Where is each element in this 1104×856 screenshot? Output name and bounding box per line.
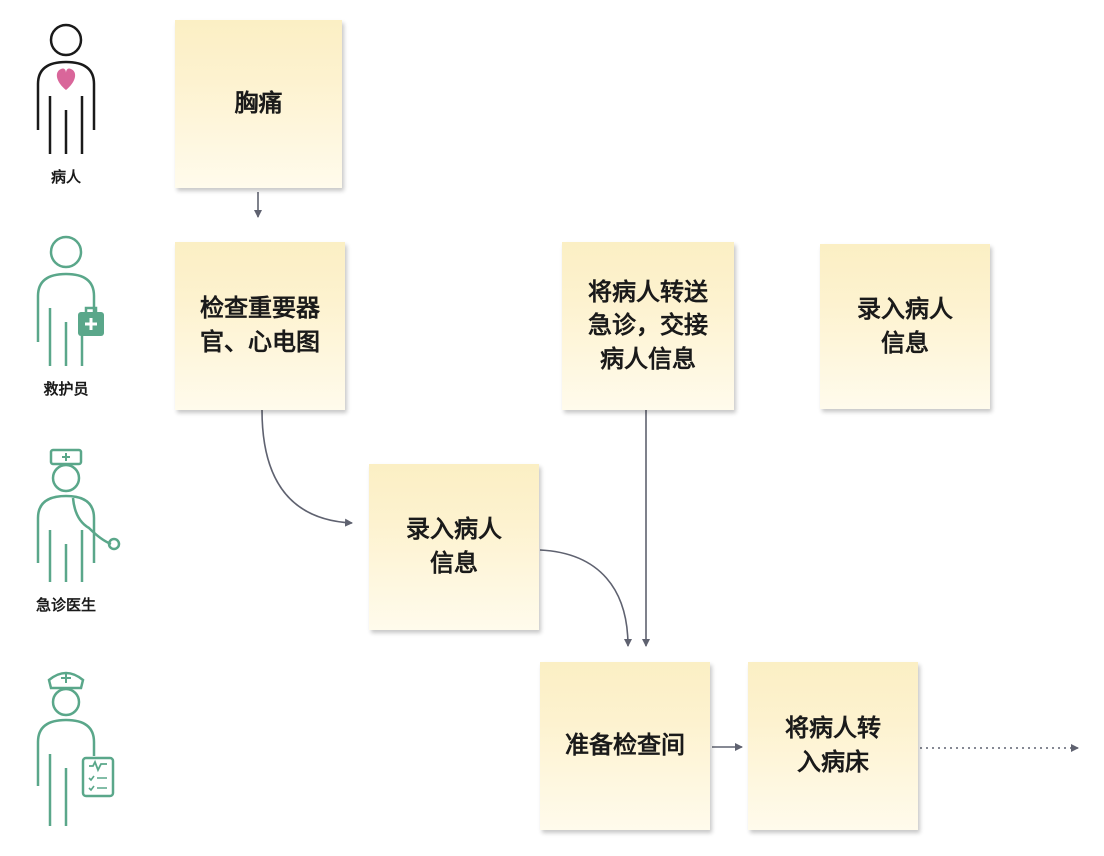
role-label-patient: 病人 xyxy=(50,168,81,186)
role-patient: 病人 xyxy=(6,20,126,187)
doctor-stethoscope-icon xyxy=(36,448,121,582)
note-to-bed-line-2: 入病床 xyxy=(797,748,869,776)
role-paramedic: 救护员 xyxy=(6,232,126,399)
role-label-paramedic: 救护员 xyxy=(43,380,89,398)
note-check-organs-line-2: 官、心电图 xyxy=(200,328,320,356)
arrow-record-to-prepare xyxy=(539,549,632,647)
patient-heart-icon xyxy=(36,23,96,154)
role-nurse xyxy=(6,666,126,838)
note-chest-pain-line: 胸痛 xyxy=(234,89,283,118)
note-to-bed-line-1: 将病人转 xyxy=(785,714,881,743)
note-check-organs: 检查重要器 官、心电图 xyxy=(175,242,345,410)
note-record-info-doctor-line-1: 录入病人 xyxy=(857,294,953,323)
note-record-info-doctor-line-2: 信息 xyxy=(881,328,929,357)
note-to-bed: 将病人转 入病床 xyxy=(748,662,918,830)
role-doctor: 急诊医生 xyxy=(6,448,126,615)
note-record-info-paramedic-line-2: 信息 xyxy=(430,549,478,577)
note-prepare-room-line: 准备检查间 xyxy=(565,731,685,760)
role-label-doctor: 急诊医生 xyxy=(35,596,96,614)
note-record-info-paramedic-line-1: 录入病人 xyxy=(406,515,502,544)
arrow-check-to-record xyxy=(261,409,353,527)
note-transfer-er-line-2: 急诊，交接 xyxy=(588,311,708,340)
note-check-organs-line-1: 检查重要器 xyxy=(200,294,320,323)
paramedic-medkit-icon xyxy=(36,235,104,366)
note-transfer-er: 将病人转送 急诊，交接 病人信息 xyxy=(562,242,734,410)
note-transfer-er-line-1: 将病人转送 xyxy=(588,277,708,306)
note-chest-pain: 胸痛 xyxy=(175,20,342,188)
note-record-info-paramedic: 录入病人 信息 xyxy=(369,464,539,630)
note-record-info-doctor: 录入病人 信息 xyxy=(820,244,990,409)
note-transfer-er-line-3: 病人信息 xyxy=(600,344,696,373)
nurse-clipboard-icon xyxy=(36,671,115,826)
note-prepare-room: 准备检查间 xyxy=(540,662,710,830)
